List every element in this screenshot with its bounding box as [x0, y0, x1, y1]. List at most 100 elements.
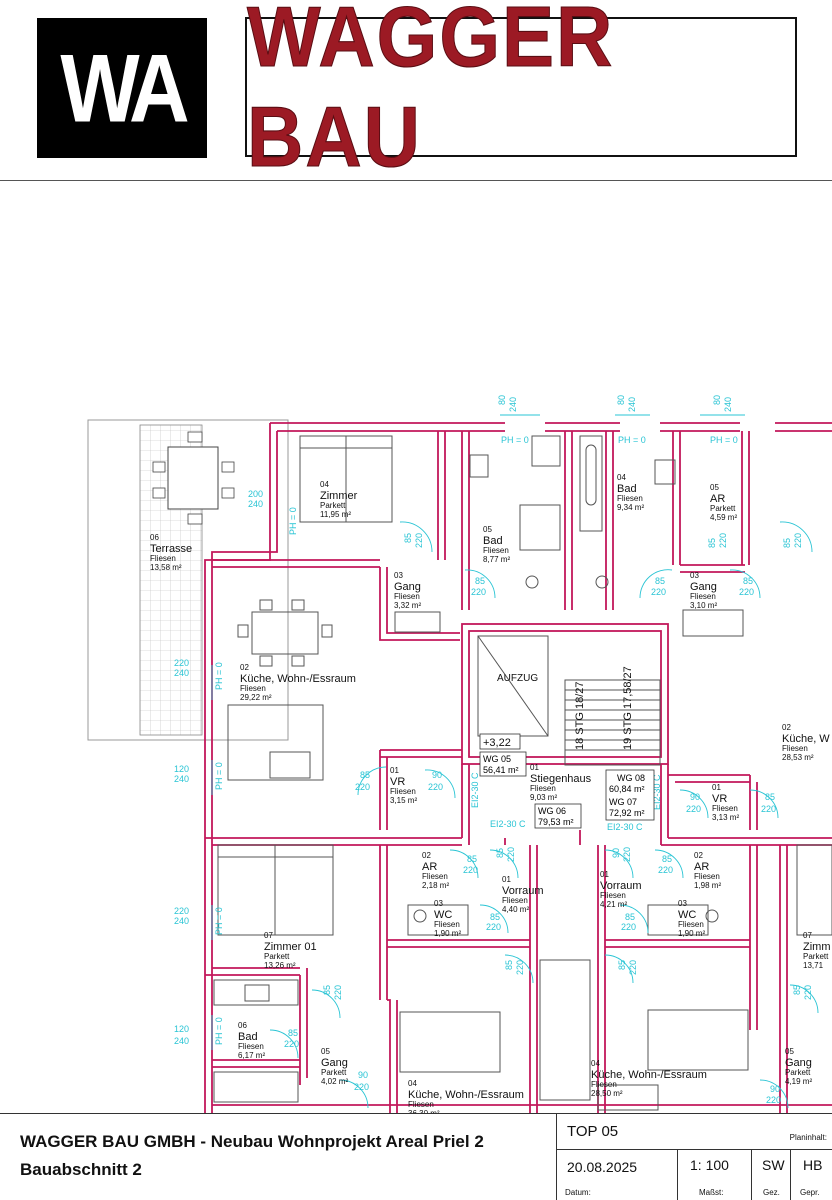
room-area: 9,34 m² — [617, 503, 644, 512]
room-name: Gang — [690, 581, 717, 593]
title-block: WAGGER BAU GMBH - Neubau Wohnprojekt Are… — [0, 1113, 832, 1200]
svg-text:85: 85 — [288, 1028, 298, 1038]
room-name: Gang — [321, 1057, 348, 1069]
fixtures — [213, 435, 832, 1111]
room-finish: Fliesen — [678, 920, 704, 929]
svg-text:85: 85 — [490, 912, 500, 922]
walls — [204, 422, 832, 1113]
drawn-by: SW — [762, 1157, 785, 1173]
svg-text:90: 90 — [690, 792, 700, 802]
room-finish: Fliesen — [434, 920, 460, 929]
room-num: 03 — [394, 571, 403, 580]
room-area: 3,32 m² — [394, 601, 421, 610]
room-num: 06 — [150, 533, 159, 542]
svg-text:90: 90 — [432, 770, 442, 780]
svg-text:220: 220 — [471, 587, 486, 597]
planinhalt-label: Planinhalt: — [789, 1133, 827, 1142]
room-name: Küche, Wohn-/Essraum — [591, 1069, 707, 1081]
room-area: 4,59 m² — [710, 513, 737, 522]
svg-text:85: 85 — [617, 960, 627, 970]
svg-text:220: 220 — [621, 922, 636, 932]
svg-text:220: 220 — [174, 906, 189, 916]
room-area: 3,13 m² — [712, 813, 739, 822]
svg-text:240: 240 — [174, 774, 189, 784]
room-name: Küche, Wohn-/Essraum — [240, 673, 356, 685]
room-name: WC — [434, 909, 452, 921]
level-marker: +3,22 — [483, 737, 511, 749]
room-finish: Fliesen — [591, 1080, 617, 1089]
svg-text:85: 85 — [792, 985, 802, 995]
svg-text:85: 85 — [662, 854, 672, 864]
svg-text:85: 85 — [743, 576, 753, 586]
room-finish: Parkett — [710, 504, 736, 513]
core-labels: AUFZUG +3,22 18 STG 18/27 19 STG 17,58/2… — [479, 666, 634, 750]
room-finish: Parkett — [320, 501, 346, 510]
room-num: 02 — [422, 851, 431, 860]
room-name: WC — [678, 909, 696, 921]
room-name: AR — [710, 493, 725, 505]
room-area: 9,03 m² — [530, 793, 557, 802]
room-finish: Parkett — [321, 1068, 347, 1077]
room-num: 01 — [390, 766, 399, 775]
terrace — [87, 419, 289, 741]
svg-text:220: 220 — [428, 782, 443, 792]
svg-text:80: 80 — [497, 395, 507, 405]
room-num: 05 — [321, 1047, 330, 1056]
svg-text:120: 120 — [174, 1024, 189, 1034]
room-num: 04 — [408, 1079, 417, 1088]
room-finish: Fliesen — [150, 554, 176, 563]
door-swings — [211, 414, 819, 1109]
svg-text:240: 240 — [723, 397, 733, 412]
room-num: 01 — [712, 783, 721, 792]
svg-text:220: 220 — [414, 533, 424, 548]
svg-text:PH = 0: PH = 0 — [214, 762, 224, 790]
brand-banner: WAGGER BAU — [245, 0, 797, 185]
room-name: Bad — [238, 1031, 258, 1043]
room-finish: Parkett — [785, 1068, 811, 1077]
svg-text:240: 240 — [174, 668, 189, 678]
room-area: 13,26 m² — [264, 961, 296, 970]
header: WA WAGGER BAU — [0, 0, 832, 185]
svg-text:85: 85 — [467, 854, 477, 864]
room-finish: Fliesen — [690, 592, 716, 601]
room-finish: Fliesen — [712, 804, 738, 813]
room-area: 4,40 m² — [502, 905, 529, 914]
ph-label: PH = 0 — [501, 435, 529, 445]
room-name: VR — [712, 793, 727, 805]
elevator-label: AUFZUG — [497, 673, 538, 684]
room-finish: Fliesen — [408, 1100, 434, 1109]
room-finish: Fliesen — [483, 546, 509, 555]
svg-text:240: 240 — [174, 1036, 189, 1046]
logo-text: WA — [60, 33, 189, 142]
svg-text:220: 220 — [766, 1095, 781, 1105]
unit-name: WG 06 — [538, 806, 566, 816]
unit-name: WG 05 — [483, 754, 511, 764]
room-num: 07 — [803, 931, 812, 940]
room-finish: Fliesen — [390, 787, 416, 796]
svg-text:220: 220 — [761, 804, 776, 814]
svg-text:90: 90 — [358, 1070, 368, 1080]
room-area: 4,02 m² — [321, 1077, 348, 1086]
date-label: Datum: — [565, 1188, 591, 1197]
svg-text:PH = 0: PH = 0 — [214, 662, 224, 690]
svg-text:85: 85 — [403, 533, 413, 543]
room-name: Stiegenhaus — [530, 773, 592, 785]
section-title: Bauabschnitt 2 — [20, 1160, 142, 1179]
room-name: Zimmer 01 — [264, 941, 317, 953]
room-finish: Fliesen — [422, 872, 448, 881]
svg-text:220: 220 — [686, 804, 701, 814]
plan-scale: 1: 100 — [690, 1157, 729, 1173]
svg-text:120: 120 — [174, 764, 189, 774]
svg-text:PH = 0: PH = 0 — [288, 507, 298, 535]
company-logo: WA — [37, 18, 207, 158]
svg-text:220: 220 — [506, 847, 516, 862]
svg-text:80: 80 — [712, 395, 722, 405]
unit-area: 60,84 m² — [609, 784, 645, 794]
svg-text:220: 220 — [718, 533, 728, 548]
svg-text:220: 220 — [174, 658, 189, 668]
room-name: Zimmer — [320, 490, 358, 502]
room-name: Terrasse — [150, 543, 192, 555]
top-number: TOP 05 — [567, 1123, 619, 1140]
